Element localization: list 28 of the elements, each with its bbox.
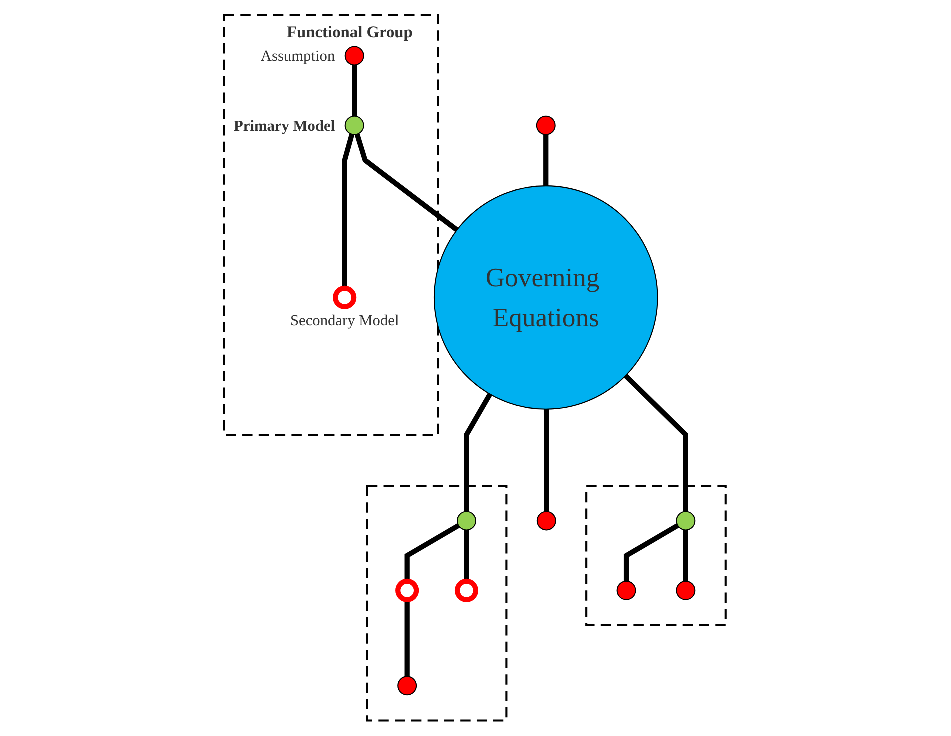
circle-node [537,511,557,531]
connector [624,374,689,512]
connector [342,134,355,288]
connector [355,134,460,232]
circle-node [617,580,637,600]
node-caption: Primary Model [234,118,336,135]
connector [464,530,470,582]
circle-node [457,511,477,531]
connector [352,65,358,116]
labeled-circle: Governing Equations [434,186,659,410]
connector [544,409,550,512]
circle-node [396,578,420,602]
circle-node [455,578,479,602]
connector [624,523,680,582]
connector [405,600,410,677]
circle-node [234,116,365,136]
node-caption: Assumption [261,48,336,66]
circle-node [261,46,365,66]
circle-node [536,116,556,136]
circle-node [676,580,696,600]
connector [464,393,493,512]
connector [405,523,461,582]
node-caption: Secondary Model [290,312,400,330]
circle-node [290,286,400,330]
circle-node [398,676,418,696]
connector [544,134,550,186]
connector [684,530,689,582]
circle-node [676,511,696,531]
